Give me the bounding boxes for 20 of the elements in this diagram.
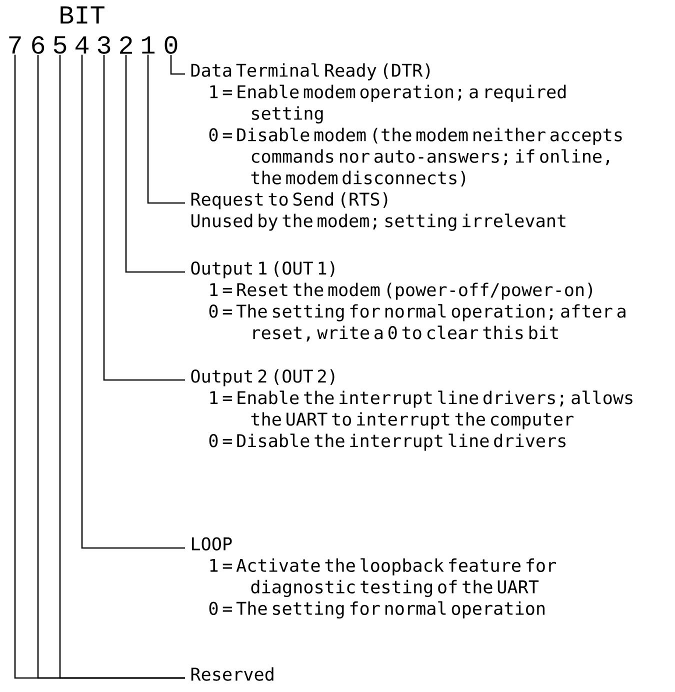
leader-line xyxy=(170,55,185,75)
bit-number: 4 xyxy=(76,36,88,54)
bit-number: 3 xyxy=(98,36,110,54)
bit-number: 7 xyxy=(9,36,21,54)
leader-line xyxy=(81,54,185,549)
bit-description: Output 2 (OUT 2) 1 = Enable the interrupt line drivers; allows the UART to interrupt the computer 0 = Disable the interrupt line drivers xyxy=(191,369,632,451)
leader-line xyxy=(103,55,185,381)
title: BIT xyxy=(60,6,104,24)
bit-number: 6 xyxy=(32,36,44,54)
bit-description: Request to Send (RTS) Unused by the modem; setting irrelevant xyxy=(191,192,566,231)
bit-number: 2 xyxy=(120,36,132,54)
leader-line xyxy=(147,54,185,204)
bit-description: Data Terminal Ready (DTR) 1 = Enable modem operation; a required setting 0 = Disable modem (the modem neither accepts commands nor auto-answers; if online, the modem disconnects) xyxy=(191,63,622,186)
leader-line xyxy=(125,54,185,273)
bit-description: LOOP 1 = Activate the loopback feature for diagnostic testing of the UART 0 = The setting for normal operation xyxy=(192,537,556,619)
bit-number: 1 xyxy=(142,36,155,54)
bit-description: Reserved xyxy=(191,667,274,681)
bit-description: Output 1 (OUT 1) 1 = Reset the modem (power-off/power-on) 0 = The setting for normal operation; after a reset, write a 0 to clear this bit xyxy=(191,261,626,342)
bit-number: 0 xyxy=(164,36,178,54)
bit-number: 5 xyxy=(54,36,66,54)
